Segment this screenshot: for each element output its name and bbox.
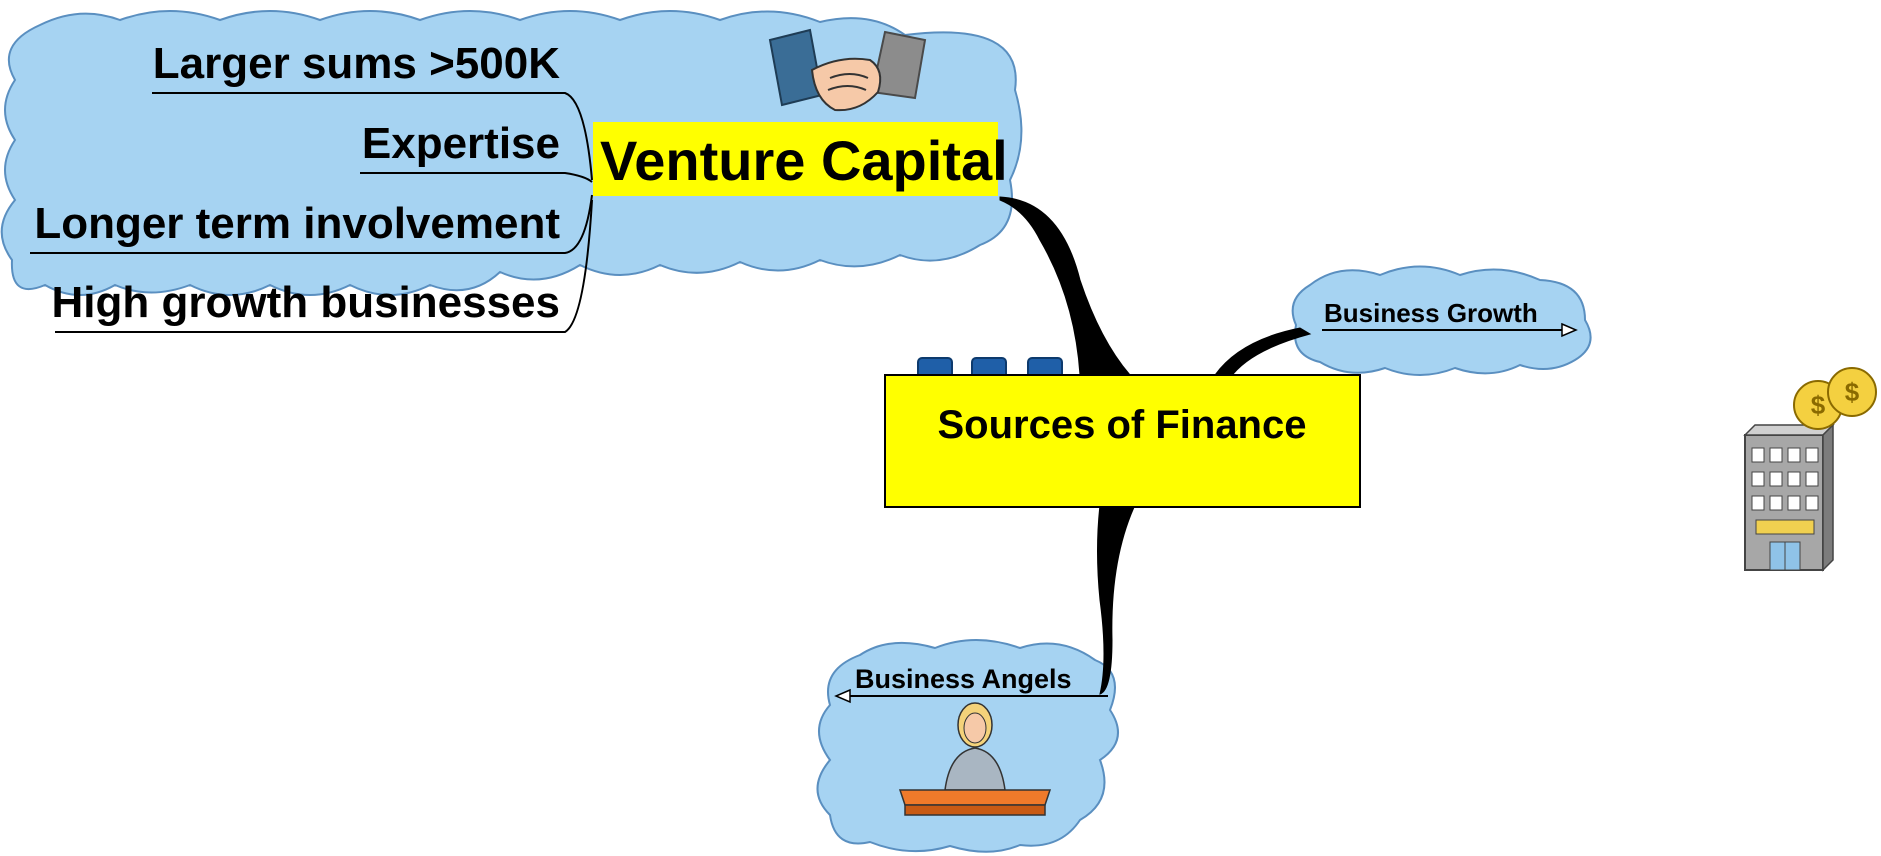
svg-text:$: $: [1811, 390, 1826, 420]
bank-coin-2: [1827, 367, 1877, 417]
central-topic-node: Sources of Finance: [884, 357, 1361, 508]
bank-building-icon: $ $: [1743, 367, 1877, 572]
business-growth-label: Business Growth: [1324, 298, 1538, 328]
point-larger-sums: Larger sums >500K: [153, 39, 560, 88]
central-topic-box: [884, 374, 1361, 508]
central-topic-label: Sources of Finance: [938, 403, 1307, 447]
point-line-4: [55, 199, 593, 333]
venture-capital-node: Venture Capital: [593, 122, 1008, 196]
venture-capital-point-lines: [30, 92, 593, 333]
business-angels-label: Business Angels: [855, 664, 1072, 694]
point-expertise: Expertise: [362, 119, 560, 168]
venture-capital-points: Larger sums >500K Expertise Longer term …: [34, 39, 560, 327]
business-angels-arrow: [834, 688, 851, 704]
business-growth-arrow: [1561, 322, 1578, 338]
venture-capital-label: Venture Capital: [600, 129, 1008, 192]
handshake-icon: [768, 28, 927, 112]
person-at-desk-icon: [898, 702, 1052, 816]
business-growth-cloud: Business Growth: [1291, 265, 1592, 376]
connectors: [999, 196, 1312, 695]
connector-venture-capital: [999, 196, 1132, 376]
connector-business-angels: [1097, 504, 1136, 695]
venture-capital-label-box: [593, 122, 998, 196]
business-angels-cloud: Business Angels: [816, 639, 1119, 853]
point-line-2: [360, 172, 593, 183]
point-line-1: [152, 92, 593, 181]
svg-text:$: $: [1845, 377, 1860, 407]
connector-business-growth: [1214, 327, 1312, 379]
venture-capital-cloud: [0, 10, 1023, 296]
point-high-growth: High growth businesses: [51, 278, 560, 327]
point-longer-term: Longer term involvement: [34, 199, 560, 248]
point-line-3: [30, 194, 593, 254]
